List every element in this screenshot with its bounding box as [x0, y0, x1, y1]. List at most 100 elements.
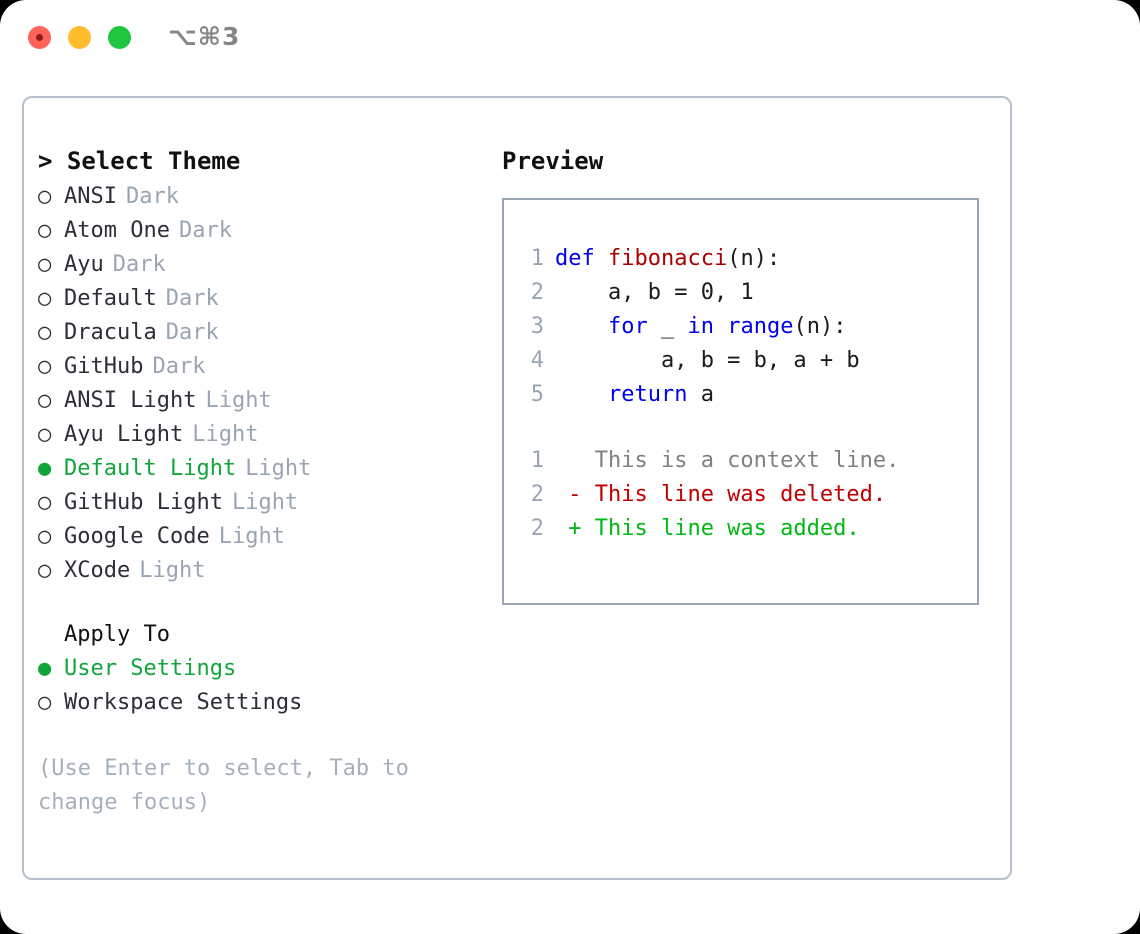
code-token — [714, 314, 727, 339]
theme-list-item[interactable]: ○ Default Dark — [38, 282, 478, 316]
code-token: _ — [647, 314, 688, 339]
theme-variant-tag: Light — [231, 490, 299, 515]
traffic-light-controls — [28, 26, 131, 49]
code-token: a, b = 0, 1 — [555, 280, 754, 305]
diff-line: 1 This is a context line. — [518, 444, 900, 478]
theme-list-item[interactable]: ○ ANSI Light Light — [38, 384, 478, 418]
theme-variant-tag: Dark — [165, 286, 219, 311]
theme-name-label: GitHub Light — [64, 490, 223, 515]
theme-variant-tag: Light — [192, 422, 259, 447]
keyboard-hint-text: (Use Enter to select, Tab to change focu… — [38, 756, 423, 815]
theme-list-item[interactable]: ● Default Light Light — [38, 452, 478, 486]
keyboard-shortcut-label: ⌥⌘3 — [168, 22, 241, 51]
select-theme-heading: > Select Theme — [38, 147, 241, 175]
apply-to-label: Workspace Settings — [64, 690, 303, 715]
code-token: return — [607, 382, 688, 407]
theme-variant-tag: Light — [245, 456, 312, 481]
code-token: in — [687, 314, 714, 339]
theme-variant-tag: Dark — [125, 184, 179, 209]
theme-variant-tag: Light — [139, 558, 206, 583]
code-token: def — [555, 246, 608, 271]
code-token: (n): — [727, 246, 781, 271]
line-number: 1 — [530, 246, 544, 271]
line-number: 2 — [530, 516, 544, 541]
theme-list-item[interactable]: ○ Ayu Dark — [38, 248, 478, 282]
radio-unselected-icon: ○ — [38, 558, 52, 583]
theme-list-item[interactable]: ○ XCode Light — [38, 554, 478, 588]
theme-list-item[interactable]: ○ ANSI Dark — [38, 180, 478, 214]
apply-to-option[interactable]: ● User Settings — [38, 652, 478, 686]
apply-to-label: User Settings — [64, 656, 237, 681]
radio-unselected-icon: ○ — [38, 184, 52, 209]
theme-list-item[interactable]: ○ Ayu Light Light — [38, 418, 478, 452]
apply-to-section: Apply To ● User Settings ○ Workspace Settin… — [38, 618, 478, 720]
radio-unselected-icon: ○ — [38, 320, 52, 345]
theme-list-item[interactable]: ○ Atom One Dark — [38, 214, 478, 248]
line-number: 3 — [530, 314, 544, 339]
code-token: (n): — [793, 314, 847, 339]
radio-unselected-icon: ○ — [38, 690, 52, 715]
theme-variant-tag: Dark — [112, 252, 166, 277]
radio-selected-icon: ● — [38, 456, 52, 481]
theme-list-item[interactable]: ○ Google Code Light — [38, 520, 478, 554]
minimize-button-icon[interactable] — [68, 26, 91, 49]
code-line: 5 return a — [518, 378, 899, 412]
code-token: range — [727, 314, 794, 339]
code-token: a — [687, 382, 714, 407]
theme-name-label: ANSI — [64, 184, 117, 209]
theme-name-label: Atom One — [64, 218, 170, 243]
radio-unselected-icon: ○ — [38, 422, 52, 447]
code-token — [555, 314, 608, 339]
code-line: 3 for _ in range(n): — [518, 310, 899, 344]
diff-line: 2 + This line was added. — [518, 512, 899, 546]
apply-to-option[interactable]: ○ Workspace Settings — [38, 686, 478, 720]
preview-spacer — [518, 412, 899, 444]
theme-name-label: Ayu Light — [64, 422, 184, 447]
preview-heading: Preview — [502, 147, 604, 175]
line-number: 2 — [530, 280, 544, 305]
radio-unselected-icon: ○ — [38, 286, 52, 311]
title-bar: ⌥⌘3 — [0, 0, 1140, 78]
code-token: - This line was deleted. — [555, 482, 887, 507]
apply-to-heading: Apply To — [64, 622, 170, 647]
radio-unselected-icon: ○ — [38, 252, 52, 277]
code-token: + This line was added. — [555, 516, 860, 541]
zoom-button-icon[interactable] — [108, 26, 131, 49]
code-line: 4 a, b = b, a + b — [518, 344, 899, 378]
theme-name-label: Default Light — [64, 456, 237, 481]
radio-unselected-icon: ○ — [38, 524, 52, 549]
theme-list-item[interactable]: ○ GitHub Light Light — [38, 486, 478, 520]
code-token: a, b = b, a + b — [555, 348, 860, 373]
close-button-icon[interactable] — [28, 26, 51, 49]
theme-name-label: Google Code — [64, 524, 210, 549]
theme-name-label: XCode — [64, 558, 131, 583]
theme-variant-tag: Light — [218, 524, 285, 549]
theme-name-label: Ayu — [64, 252, 104, 277]
code-token: This is a context line. — [555, 448, 900, 473]
theme-variant-tag: Light — [205, 388, 272, 413]
code-token: for — [607, 314, 648, 339]
code-token: fibonacci — [607, 246, 728, 271]
code-line: 1 def fibonacci(n): — [518, 242, 899, 276]
radio-selected-icon: ● — [38, 656, 52, 681]
radio-unselected-icon: ○ — [38, 388, 52, 413]
line-number: 1 — [530, 448, 544, 473]
code-line: 2 a, b = 0, 1 — [518, 276, 899, 310]
theme-name-label: Dracula — [64, 320, 157, 345]
apply-to-list[interactable]: ● User Settings ○ Workspace Settings — [38, 652, 478, 720]
theme-variant-tag: Dark — [178, 218, 232, 243]
theme-name-label: ANSI Light — [64, 388, 197, 413]
theme-name-label: Default — [64, 286, 157, 311]
radio-unselected-icon: ○ — [38, 490, 52, 515]
line-number: 4 — [530, 348, 544, 373]
radio-unselected-icon: ○ — [38, 218, 52, 243]
